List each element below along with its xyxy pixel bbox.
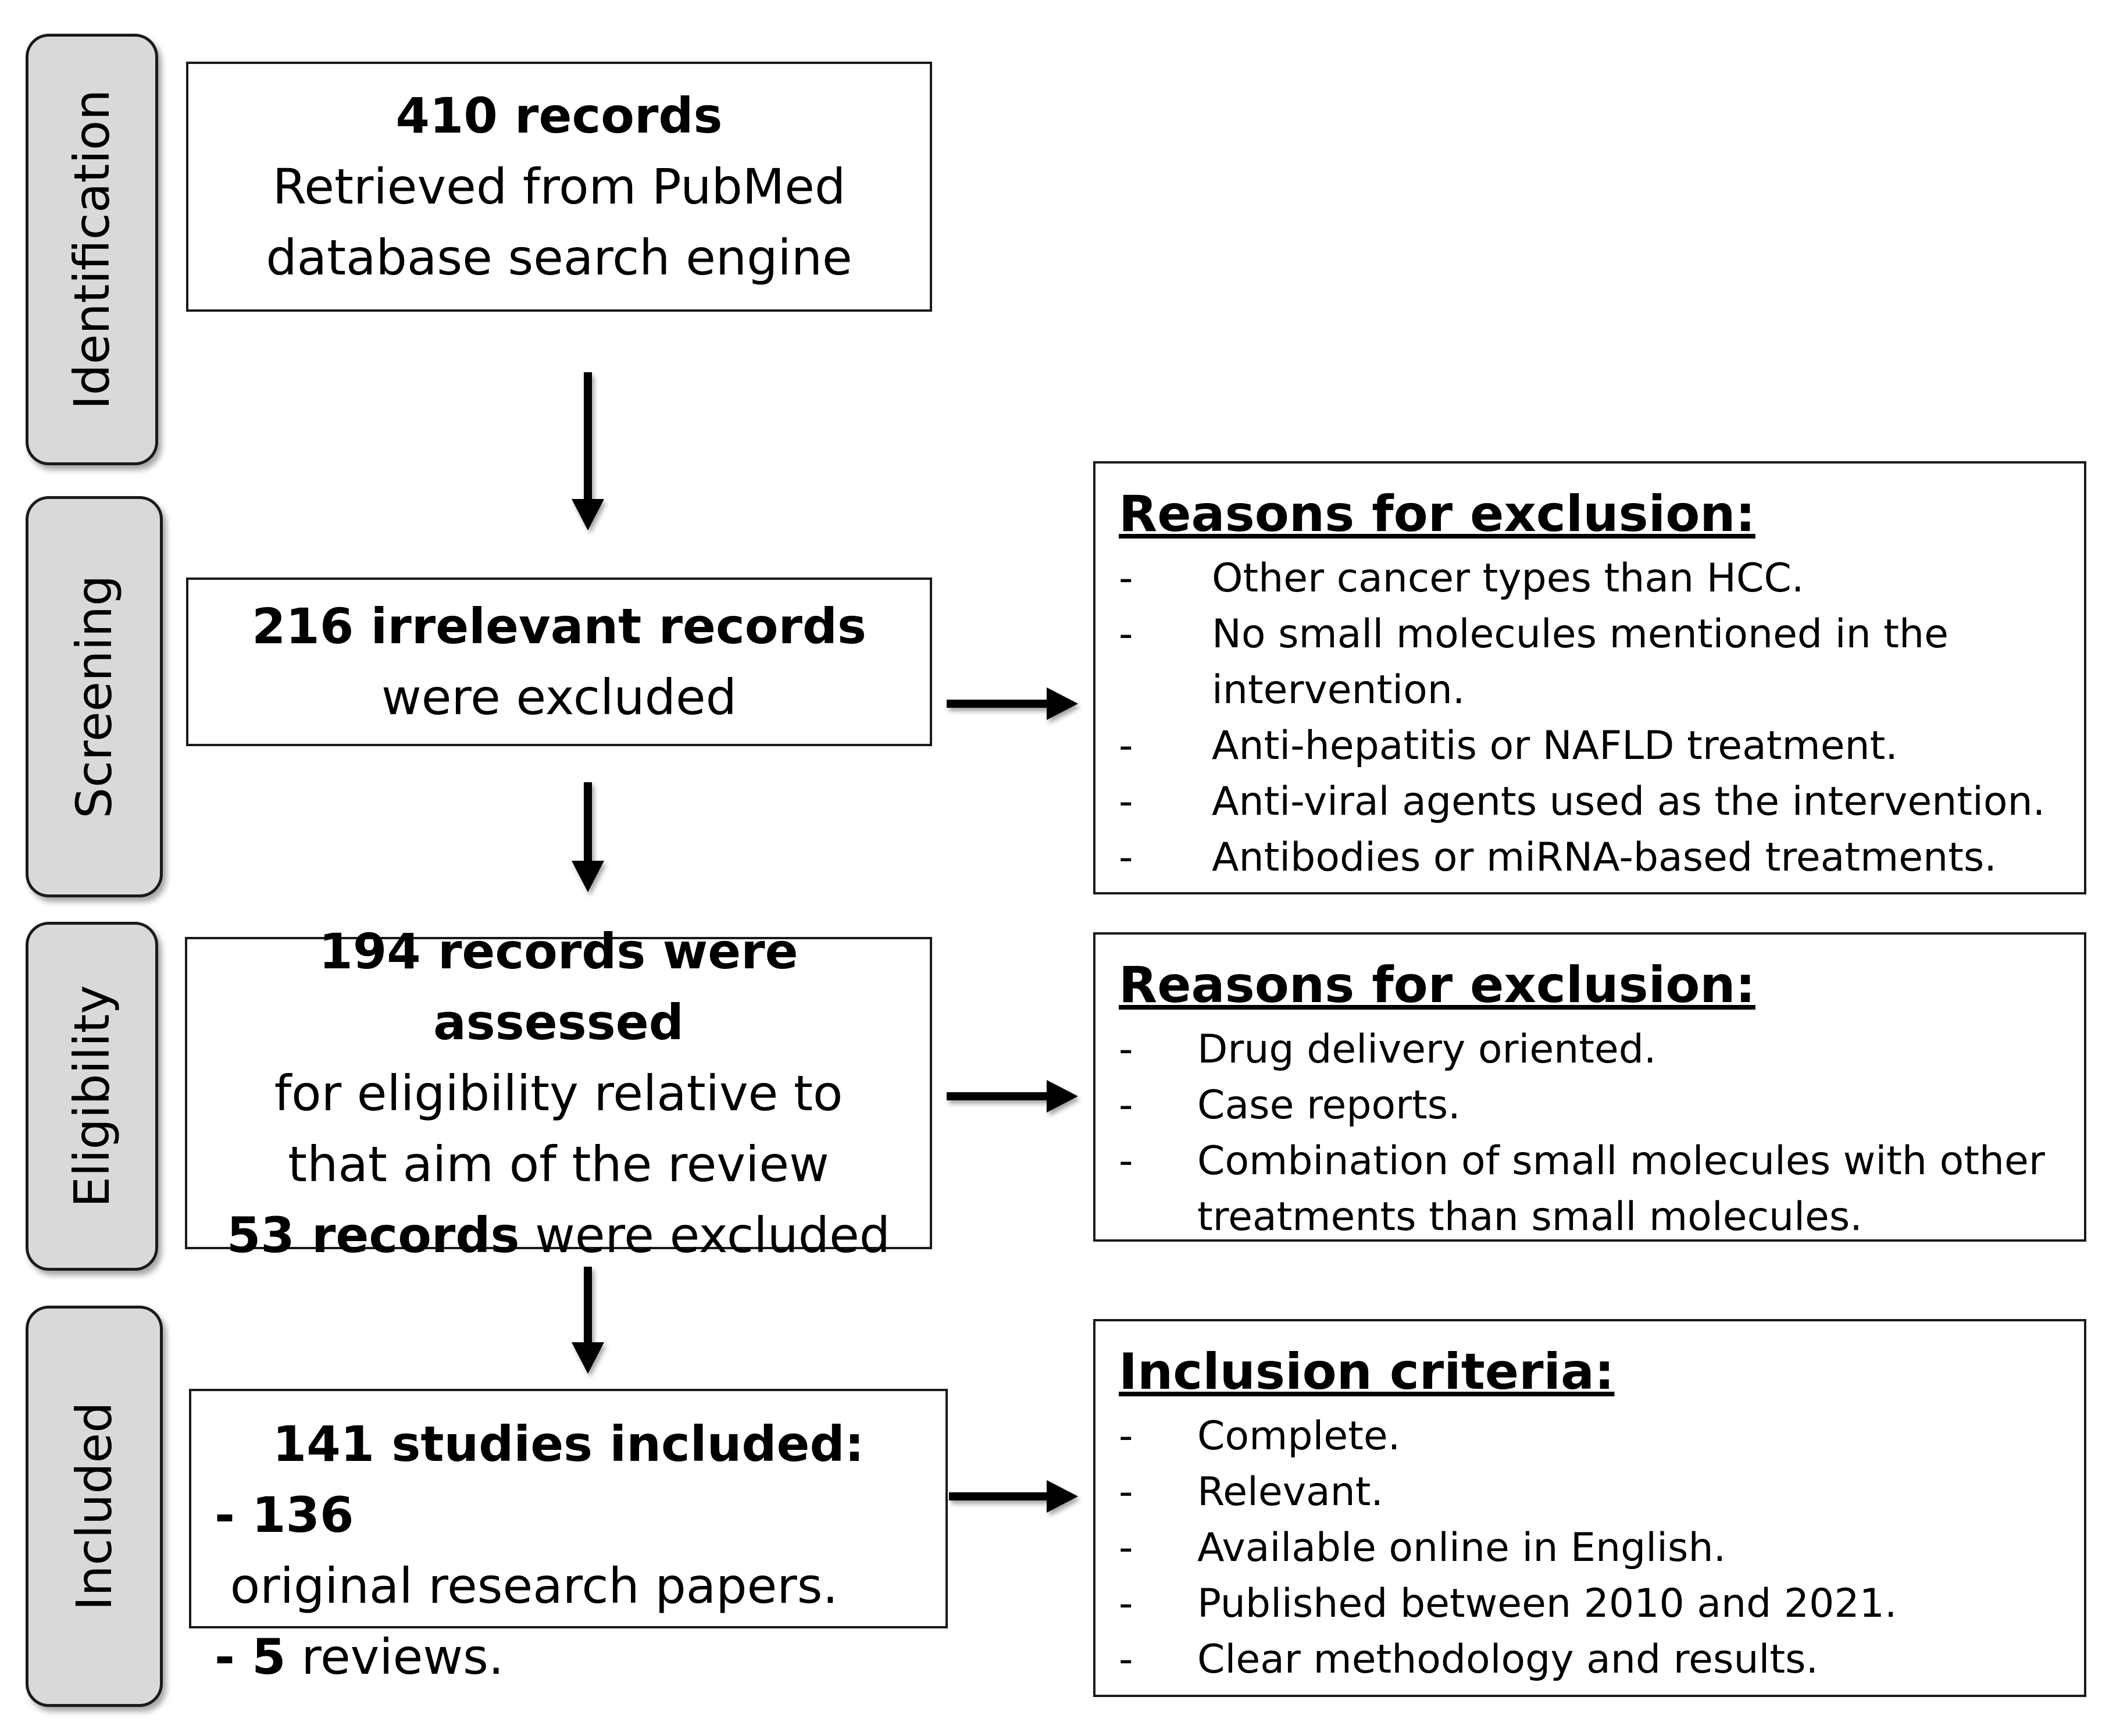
- screening-reason-text: No small molecules mentioned in the inte…: [1212, 611, 1949, 713]
- assessed-records-line3: that aim of the review: [288, 1135, 829, 1193]
- list-dash: -: [1119, 1525, 1133, 1571]
- screening-reason-item: - Other cancer types than HCC.: [1119, 551, 2061, 607]
- eligibility-exclusion-title: Reasons for exclusion:: [1119, 956, 1755, 1014]
- screening-exclusion-reasons-box: Reasons for exclusion: - Other cancer ty…: [1093, 461, 2086, 894]
- included-item1-text: original research papers.: [215, 1557, 838, 1614]
- irrelevant-records-count: 216 irrelevant records: [251, 598, 867, 655]
- included-item2-text: reviews.: [286, 1628, 504, 1685]
- records-retrieved-line2: Retrieved from PubMed: [272, 158, 846, 215]
- inclusion-criteria-box: Inclusion criteria: - Complete. - Releva…: [1093, 1319, 2086, 1697]
- screening-reason-text: Other cancer types than HCC.: [1212, 555, 1804, 601]
- list-dash: -: [1119, 1026, 1133, 1072]
- excluded-records-count: 53 records: [226, 1206, 520, 1264]
- screening-reason-item: - Anti-hepatitis or NAFLD treatment.: [1119, 718, 2061, 774]
- included-item2-number: 5: [252, 1628, 286, 1685]
- arrow-right-to-inclusion-criteria: [949, 1480, 1078, 1513]
- included-item-original-papers: - 136 original research papers.: [215, 1480, 945, 1621]
- screening-reason-item: - Anti-viral agents used as the interven…: [1119, 774, 2061, 830]
- inclusion-criteria-title: Inclusion criteria:: [1119, 1343, 1615, 1401]
- arrow-down-identification-to-screening: [572, 372, 604, 530]
- eligibility-exclusion-reasons-box: Reasons for exclusion: - Drug delivery o…: [1093, 932, 2086, 1242]
- excluded-records-rest: were excluded: [519, 1206, 891, 1264]
- list-dash: -: [1119, 835, 1133, 881]
- phase-included: Included: [26, 1306, 163, 1707]
- studies-included-title: 141 studies included:: [272, 1416, 865, 1473]
- screening-exclusion-title: Reasons for exclusion:: [1119, 485, 1755, 543]
- inclusion-criterion-text: Available online in English.: [1197, 1525, 1726, 1571]
- list-dash: -: [1119, 555, 1133, 601]
- arrow-right-to-screening-reasons: [947, 687, 1078, 720]
- records-retrieved-count: 410 records: [395, 87, 723, 144]
- eligibility-reason-item: - Drug delivery oriented.: [1119, 1022, 2061, 1078]
- assessed-records-line2: for eligibility relative to: [274, 1064, 843, 1122]
- inclusion-criterion-item: - Complete.: [1119, 1409, 2061, 1464]
- list-dash: -: [1119, 779, 1133, 825]
- screening-reason-text: Antibodies or miRNA-based treatments.: [1212, 835, 1997, 881]
- inclusion-criterion-text: Published between 2010 and 2021.: [1197, 1581, 1897, 1627]
- eligibility-reason-item: - Combination of small molecules with ot…: [1119, 1133, 2061, 1245]
- inclusion-criterion-text: Complete.: [1197, 1413, 1401, 1459]
- screening-reason-text: Anti-viral agents used as the interventi…: [1212, 779, 2046, 825]
- included-item1-prefix: -: [215, 1487, 252, 1543]
- list-dash: -: [1119, 1413, 1133, 1459]
- excluded-records-line: 53 records were excluded: [227, 1200, 890, 1271]
- assessed-records-line1: 194 records were assessed: [319, 922, 798, 1051]
- included-item2-prefix: -: [215, 1628, 252, 1685]
- screening-reason-item: - No small molecules mentioned in the in…: [1119, 607, 2061, 718]
- inclusion-criterion-text: Clear methodology and results.: [1197, 1637, 1819, 1682]
- included-item1-number: 136: [252, 1487, 354, 1543]
- included-item-reviews: - 5 reviews.: [215, 1621, 945, 1692]
- arrow-down-eligibility-to-included: [572, 1267, 604, 1374]
- eligibility-assessment-box: 194 records were assessed for eligibilit…: [185, 923, 932, 1264]
- list-dash: -: [1119, 1469, 1133, 1515]
- screening-reason-item: - Antibodies or miRNA-based treatments.: [1119, 830, 2061, 886]
- screening-reason-text: Anti-hepatitis or NAFLD treatment.: [1212, 723, 1898, 769]
- list-dash: -: [1119, 1581, 1133, 1627]
- records-retrieved-box: 410 records Retrieved from PubMed databa…: [186, 62, 932, 312]
- irrelevant-records-line2: were excluded: [381, 669, 737, 726]
- inclusion-criterion-item: - Published between 2010 and 2021.: [1119, 1576, 2061, 1632]
- list-dash: -: [1119, 1082, 1133, 1128]
- phase-identification: Identification: [26, 34, 158, 465]
- list-dash: -: [1119, 1637, 1133, 1682]
- inclusion-criterion-item: - Available online in English.: [1119, 1520, 2061, 1576]
- eligibility-reason-text: Case reports.: [1197, 1082, 1461, 1128]
- arrow-down-screening-to-eligibility: [572, 782, 604, 892]
- inclusion-criterion-item: - Clear methodology and results.: [1119, 1632, 2061, 1688]
- records-retrieved-line3: database search engine: [266, 229, 852, 286]
- arrow-right-to-eligibility-reasons: [947, 1080, 1078, 1113]
- list-dash: -: [1119, 1138, 1133, 1184]
- eligibility-reason-text: Combination of small molecules with othe…: [1197, 1138, 2045, 1240]
- phase-screening: Screening: [26, 496, 163, 897]
- list-dash: -: [1119, 723, 1133, 769]
- eligibility-reason-text: Drug delivery oriented.: [1197, 1026, 1657, 1072]
- eligibility-reason-item: - Case reports.: [1119, 1078, 2061, 1133]
- inclusion-criterion-item: - Relevant.: [1119, 1464, 2061, 1520]
- irrelevant-records-box: 216 irrelevant records were excluded: [186, 578, 932, 746]
- studies-included-box: 141 studies included: - 136 original res…: [189, 1389, 948, 1685]
- list-dash: -: [1119, 611, 1133, 657]
- inclusion-criterion-text: Relevant.: [1197, 1469, 1384, 1515]
- phase-eligibility: Eligibility: [26, 922, 158, 1271]
